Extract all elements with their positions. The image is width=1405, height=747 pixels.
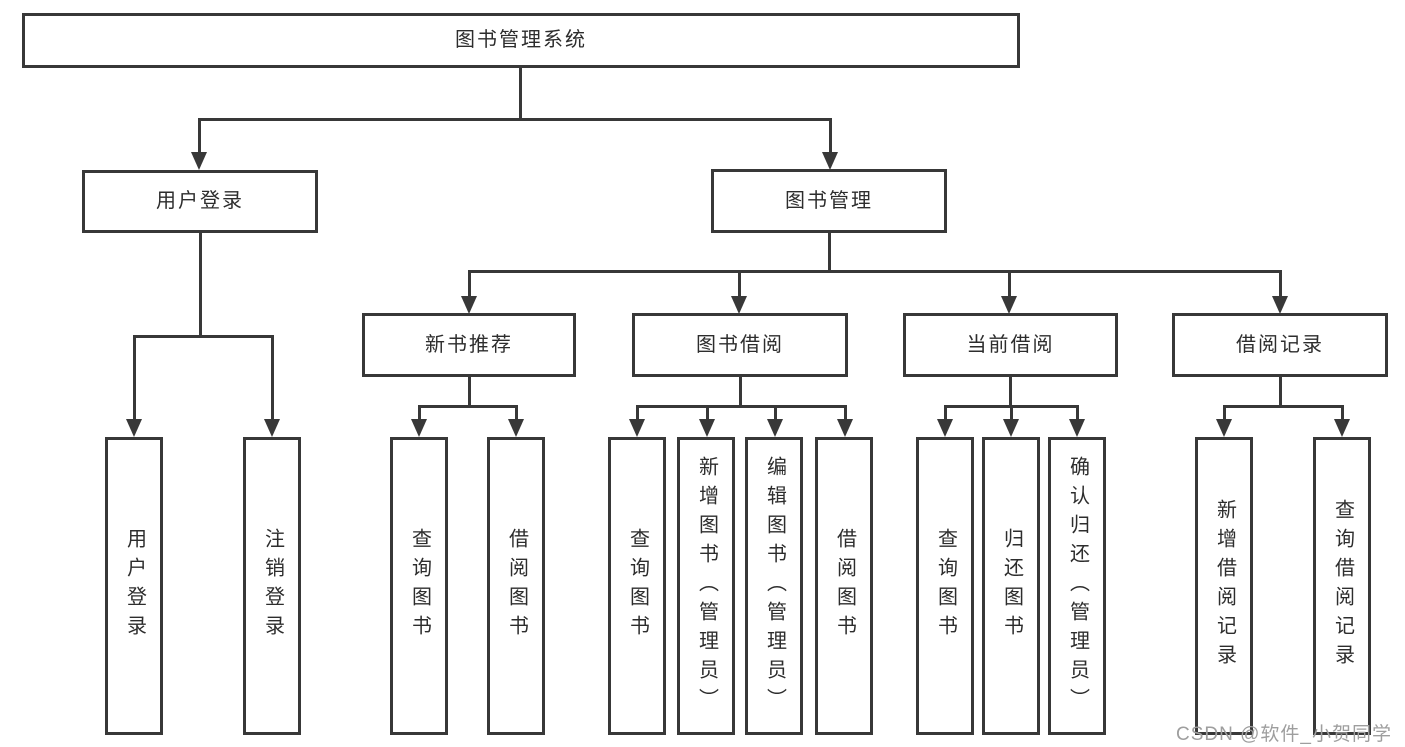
connector-line	[515, 405, 518, 422]
node-new-book-recommend: 新书推荐	[362, 313, 576, 377]
arrow-down-icon	[1334, 419, 1350, 437]
watermark: CSDN @软件_小贺同学	[1176, 724, 1392, 745]
connector-line	[271, 335, 274, 422]
connector-line	[844, 405, 847, 422]
node-user-login: 用户登录	[105, 437, 163, 735]
node-current-borrowing: 当前借阅	[903, 313, 1118, 377]
connector-line	[1076, 405, 1079, 422]
connector-line	[199, 233, 202, 338]
connector-line	[133, 335, 274, 338]
node-borrowing-records: 借阅记录	[1172, 313, 1388, 377]
node-book-borrowing: 图书借阅	[632, 313, 848, 377]
connector-line	[1279, 377, 1282, 408]
connector-line	[418, 405, 421, 422]
connector-line	[519, 68, 522, 121]
arrow-down-icon	[699, 419, 715, 437]
arrow-down-icon	[191, 152, 207, 170]
node-confirm-return-admin: 确认归还（管理员）	[1048, 437, 1106, 735]
arrow-down-icon	[126, 419, 142, 437]
arrow-down-icon	[508, 419, 524, 437]
connector-line	[706, 405, 709, 422]
connector-line	[198, 118, 832, 121]
arrow-down-icon	[1001, 296, 1017, 314]
connector-line	[1223, 405, 1344, 408]
arrow-down-icon	[1003, 419, 1019, 437]
node-book-management: 图书管理	[711, 169, 947, 233]
arrow-down-icon	[411, 419, 427, 437]
node-query-books-current: 查询图书	[916, 437, 974, 735]
node-query-books-recommend: 查询图书	[390, 437, 448, 735]
arrow-down-icon	[461, 296, 477, 314]
connector-line	[1341, 405, 1344, 422]
connector-line	[1223, 405, 1226, 422]
connector-line	[636, 405, 639, 422]
arrow-down-icon	[1216, 419, 1232, 437]
node-library-system: 图书管理系统	[22, 13, 1020, 68]
connector-line	[1279, 270, 1282, 299]
node-user-login-module: 用户登录	[82, 170, 318, 233]
arrow-down-icon	[629, 419, 645, 437]
connector-line	[738, 270, 741, 299]
connector-line	[774, 405, 777, 422]
node-edit-book-admin: 编辑图书（管理员）	[745, 437, 803, 735]
node-borrow-books-recommend: 借阅图书	[487, 437, 545, 735]
connector-line	[133, 335, 136, 422]
arrow-down-icon	[1069, 419, 1085, 437]
connector-line	[1008, 270, 1011, 299]
connector-line	[418, 405, 518, 408]
node-return-book: 归还图书	[982, 437, 1040, 735]
arrow-down-icon	[767, 419, 783, 437]
node-borrow-books: 借阅图书	[815, 437, 873, 735]
node-query-borrow-record: 查询借阅记录	[1313, 437, 1371, 735]
connector-line	[468, 270, 471, 299]
connector-line	[739, 377, 742, 408]
connector-line	[828, 233, 831, 273]
arrow-down-icon	[937, 419, 953, 437]
connector-line	[468, 377, 471, 408]
connector-line	[829, 118, 832, 155]
node-add-borrow-record: 新增借阅记录	[1195, 437, 1253, 735]
node-add-book-admin: 新增图书（管理员）	[677, 437, 735, 735]
connector-line	[944, 405, 947, 422]
connector-line	[1010, 405, 1013, 422]
arrow-down-icon	[1272, 296, 1288, 314]
connector-line	[198, 118, 201, 155]
connector-line	[636, 405, 847, 408]
arrow-down-icon	[837, 419, 853, 437]
connector-line	[468, 270, 1282, 273]
connector-line	[1009, 377, 1012, 408]
arrow-down-icon	[264, 419, 280, 437]
arrow-down-icon	[731, 296, 747, 314]
node-query-books-borrowing: 查询图书	[608, 437, 666, 735]
node-logout: 注销登录	[243, 437, 301, 735]
arrow-down-icon	[822, 152, 838, 170]
